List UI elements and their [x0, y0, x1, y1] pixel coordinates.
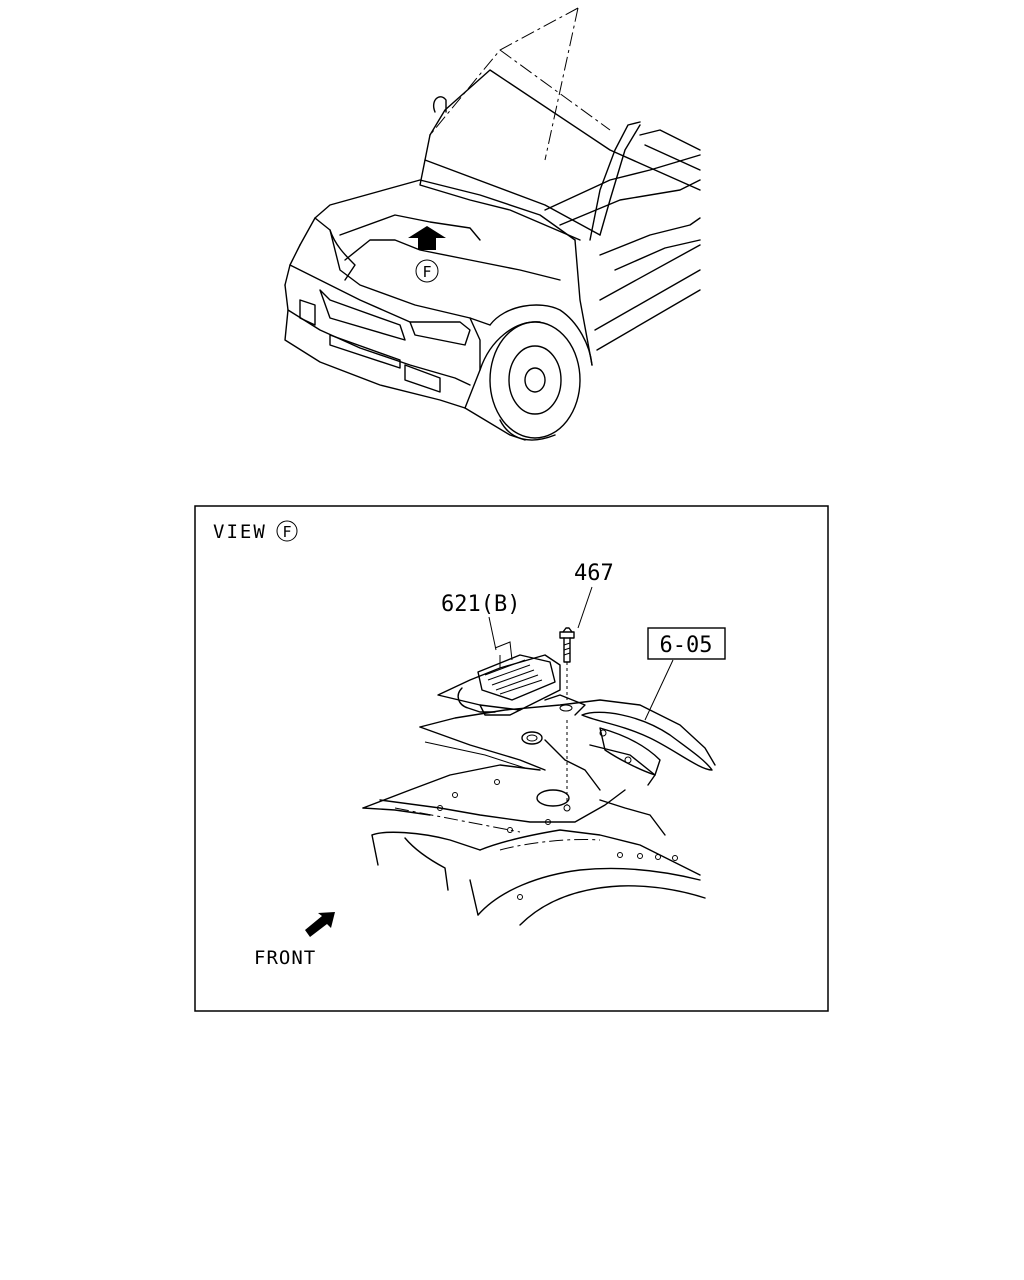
- bolt-467: [559, 627, 575, 805]
- view-title: VIEW: [213, 521, 267, 543]
- callout-f-top: F: [415, 259, 439, 283]
- front-direction-arrow-icon: [305, 912, 335, 937]
- control-module-621b: [437, 641, 586, 716]
- body-panel: [362, 699, 716, 926]
- detail-view-panel: VIEW F 621(B) 467 6-05: [194, 505, 829, 1012]
- vehicle-overview: F: [284, 7, 701, 441]
- callout-letter-top: F: [422, 263, 431, 281]
- part-label-module: 621(B): [441, 592, 520, 617]
- callout-letter-detail: F: [282, 523, 291, 541]
- front-label: FRONT: [254, 947, 316, 969]
- callout-f-detail: F: [276, 520, 298, 542]
- part-label-reference: 6-05: [660, 633, 713, 658]
- part-label-bolt: 467: [574, 561, 614, 586]
- reference-box: 6-05: [647, 627, 726, 660]
- view-direction-arrow-icon: [408, 226, 446, 250]
